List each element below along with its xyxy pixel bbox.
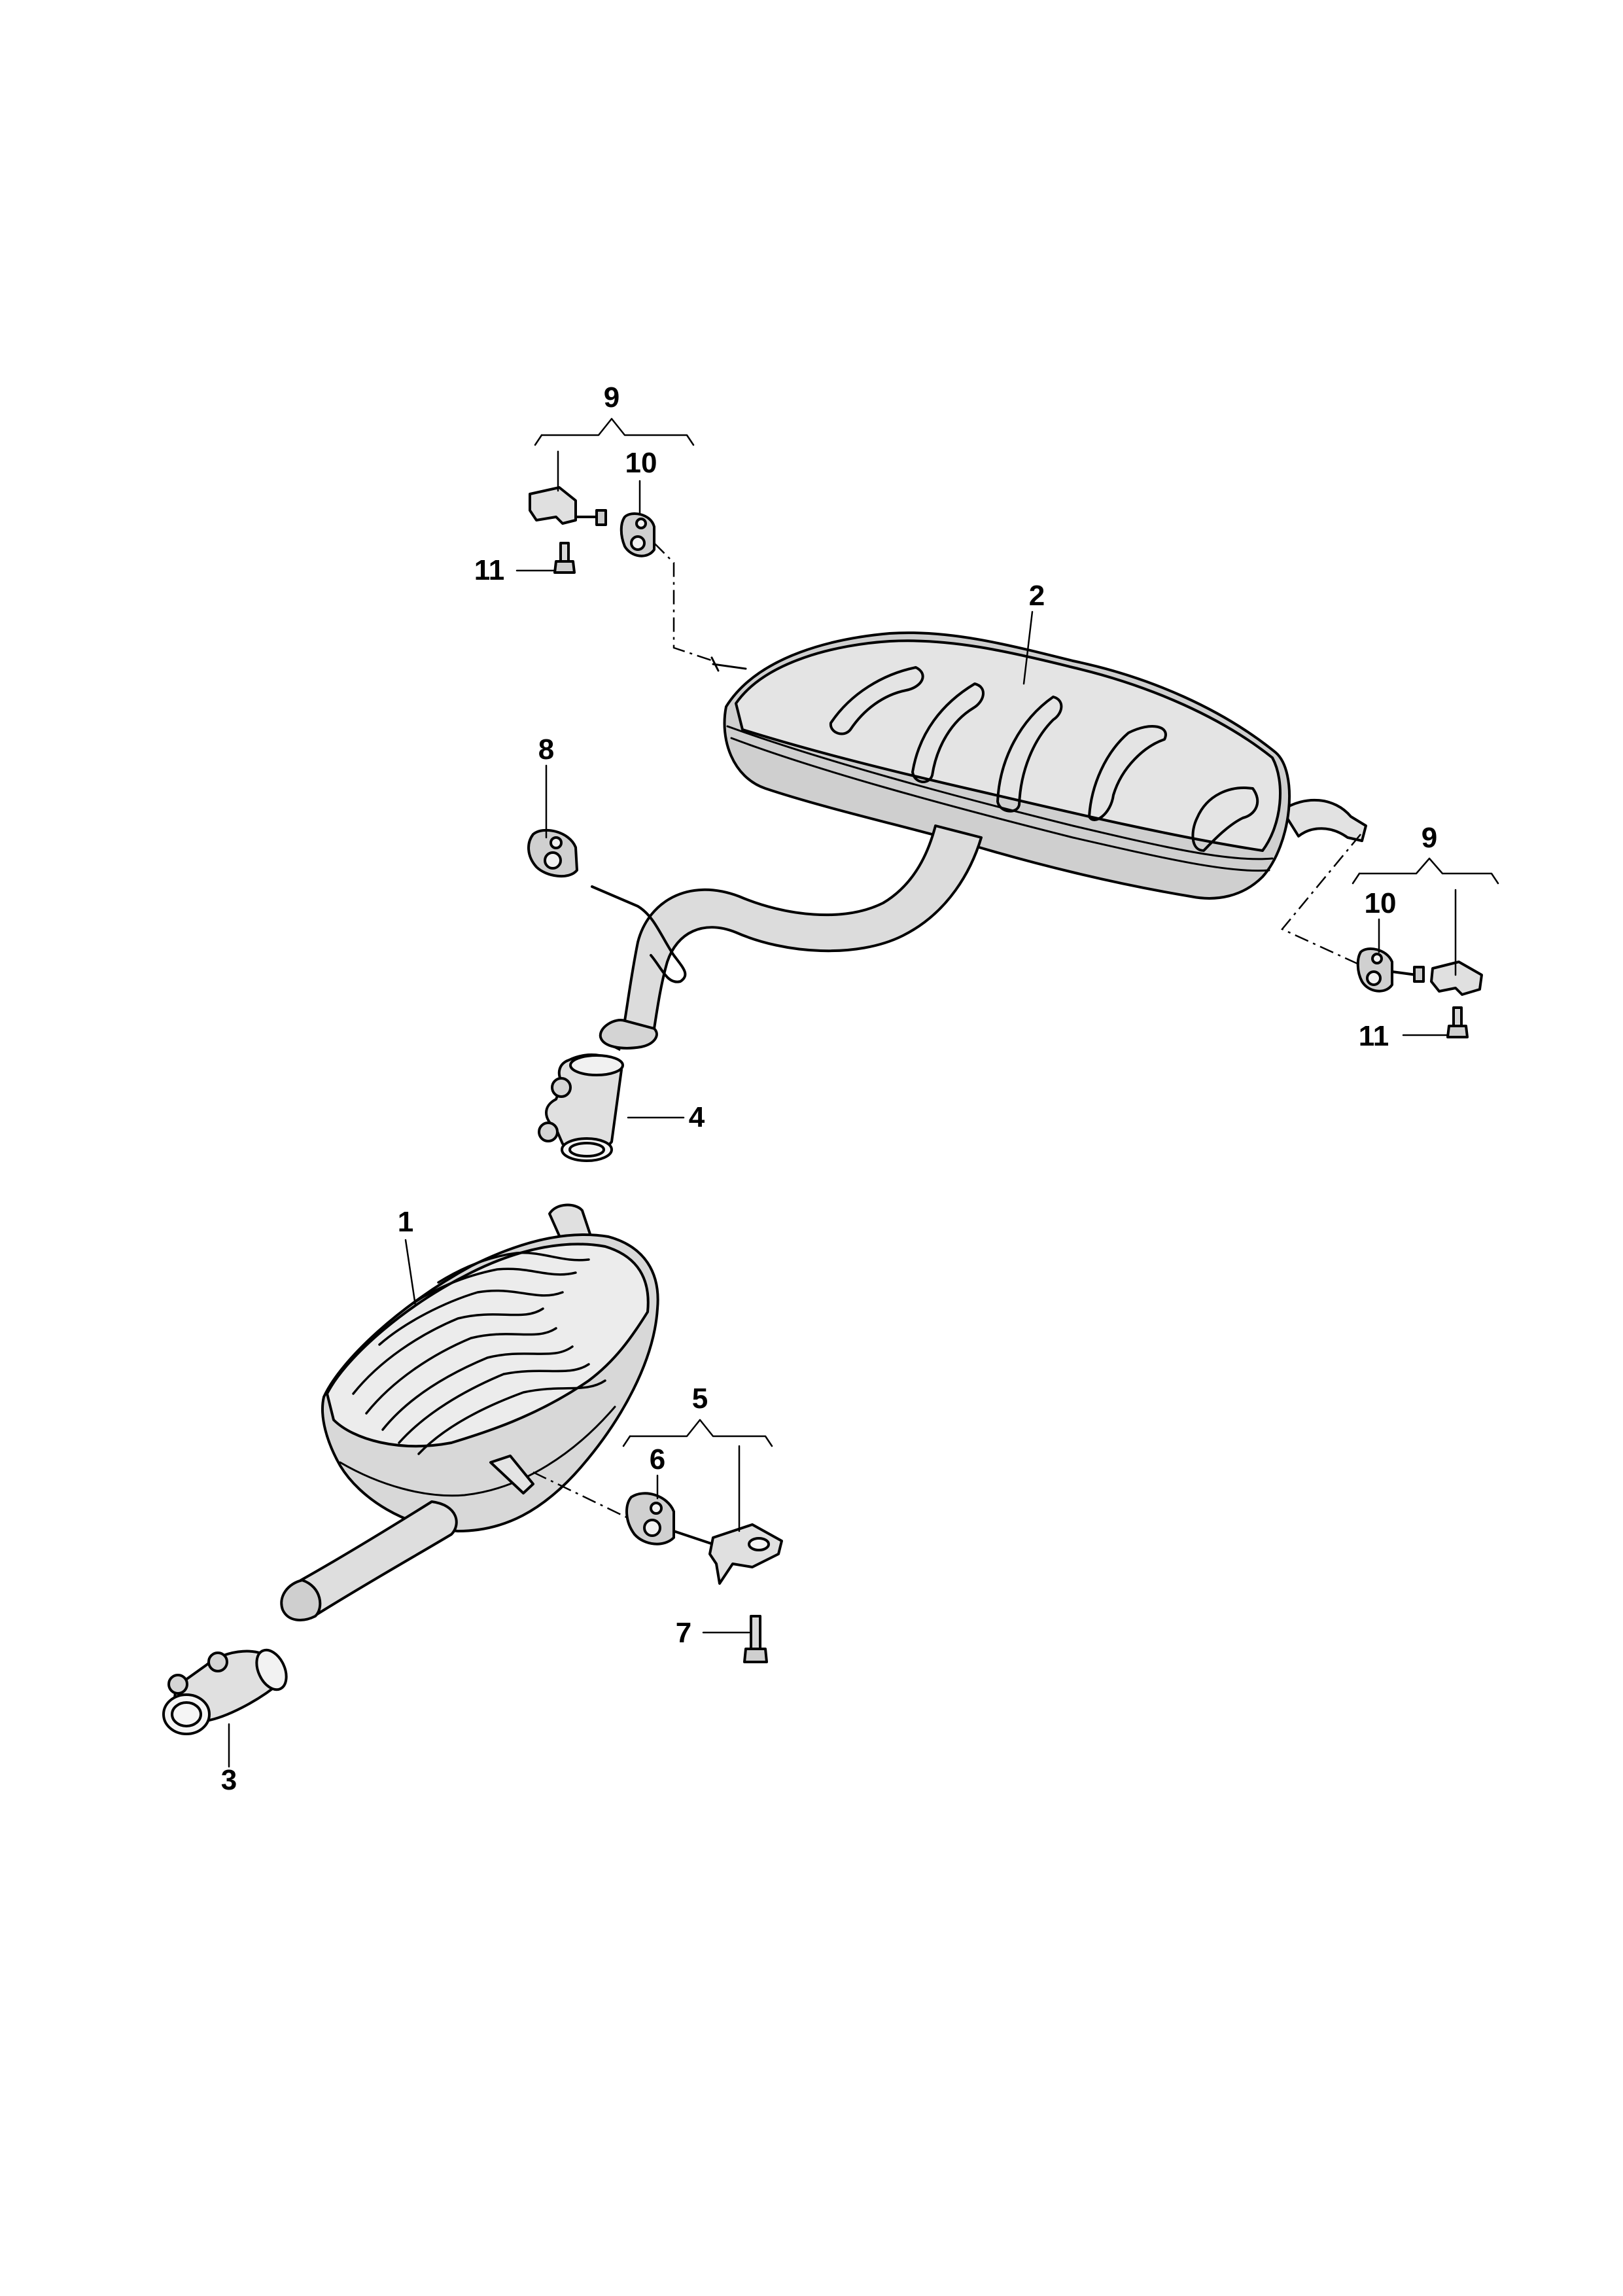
leader-lines bbox=[228, 417, 1499, 1768]
callout-9-right: 9 bbox=[1422, 822, 1437, 854]
rubber-mount-8 bbox=[527, 828, 578, 878]
callout-7: 7 bbox=[676, 1617, 691, 1649]
callout-10-top: 10 bbox=[625, 447, 657, 479]
callout-4: 4 bbox=[689, 1101, 705, 1133]
mount-assembly-5 bbox=[625, 1492, 783, 1663]
callout-3: 3 bbox=[221, 1764, 237, 1796]
front-silencer bbox=[280, 1203, 659, 1621]
callout-6: 6 bbox=[650, 1443, 665, 1475]
pipe-clamp-4 bbox=[538, 1053, 624, 1162]
assembly-lines bbox=[532, 542, 1361, 1519]
silencer-ribs bbox=[352, 1251, 606, 1455]
hanger-assembly-right bbox=[1356, 947, 1483, 1038]
callout-10-right: 10 bbox=[1365, 887, 1397, 919]
callout-1: 1 bbox=[398, 1206, 413, 1238]
callout-9-top: 9 bbox=[604, 381, 620, 414]
rear-silencer bbox=[591, 631, 1367, 1050]
callout-11-top: 11 bbox=[474, 554, 505, 586]
callout-2: 2 bbox=[1029, 580, 1045, 612]
callout-8: 8 bbox=[538, 733, 554, 766]
callout-11-right: 11 bbox=[1359, 1020, 1389, 1052]
hanger-assembly-top bbox=[529, 486, 655, 574]
pipe-clamp-3 bbox=[162, 1648, 288, 1735]
callout-5: 5 bbox=[692, 1383, 708, 1415]
